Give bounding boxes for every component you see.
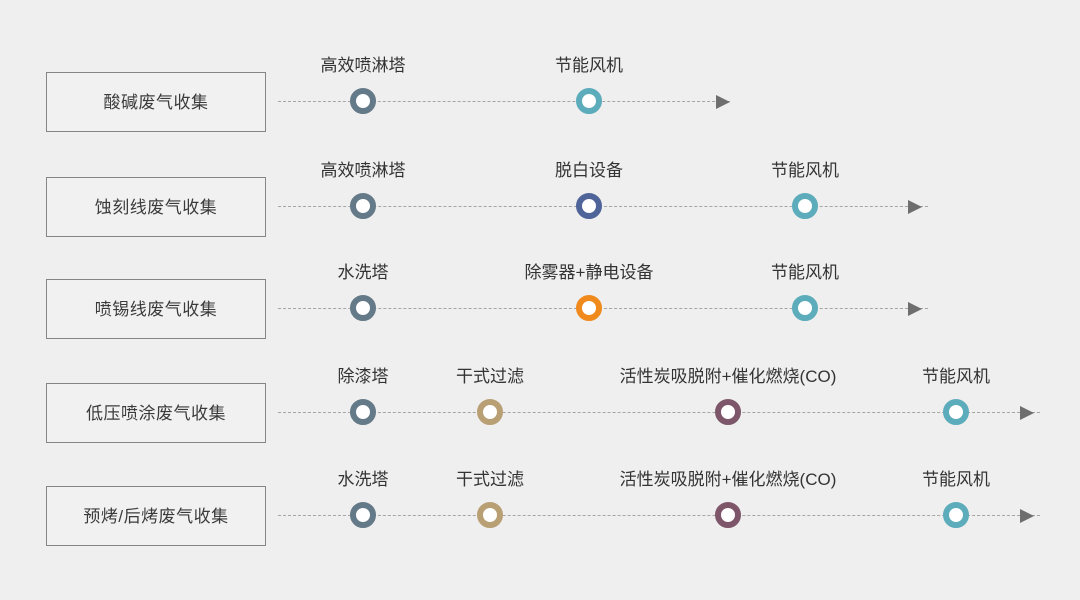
flow-connector-line xyxy=(278,412,1040,413)
flow-row: 蚀刻线废气收集 高效喷淋塔 脱白设备 节能风机 xyxy=(0,155,1080,259)
process-stage-node-icon[interactable] xyxy=(350,295,376,321)
process-stage-node-icon[interactable] xyxy=(792,295,818,321)
arrow-right-icon xyxy=(908,200,922,214)
source-box-label: 喷锡线废气收集 xyxy=(94,299,218,319)
flow-row: 酸碱废气收集 高效喷淋塔 节能风机 xyxy=(0,50,1080,154)
flow-row: 预烤/后烤废气收集 水洗塔 干式过滤 活性炭吸脱附+催化燃烧(CO) 节能风机 xyxy=(0,464,1080,568)
arrow-right-icon xyxy=(716,95,730,109)
process-stage-label: 干式过滤 xyxy=(456,470,524,489)
process-stage-node-icon[interactable] xyxy=(576,295,602,321)
process-stage-label: 除漆塔 xyxy=(337,367,389,386)
source-box[interactable]: 喷锡线废气收集 xyxy=(46,279,266,339)
process-stage-node-icon[interactable] xyxy=(943,502,969,528)
source-box[interactable]: 预烤/后烤废气收集 xyxy=(46,486,266,546)
process-stage-label: 活性炭吸脱附+催化燃烧(CO) xyxy=(619,470,837,489)
source-box[interactable]: 低压喷涂废气收集 xyxy=(46,383,266,443)
source-box-label: 预烤/后烤废气收集 xyxy=(83,506,229,526)
process-stage-node-icon[interactable] xyxy=(477,399,503,425)
flow-row: 低压喷涂废气收集 除漆塔 干式过滤 活性炭吸脱附+催化燃烧(CO) 节能风机 xyxy=(0,361,1080,465)
source-box-label: 低压喷涂废气收集 xyxy=(86,403,226,423)
source-box-label: 蚀刻线废气收集 xyxy=(94,197,218,217)
flow-connector-line xyxy=(278,101,730,102)
process-stage-node-icon[interactable] xyxy=(576,88,602,114)
process-stage-node-icon[interactable] xyxy=(350,399,376,425)
process-stage-node-icon[interactable] xyxy=(792,193,818,219)
process-stage-label: 水洗塔 xyxy=(337,470,389,489)
source-box-label: 酸碱废气收集 xyxy=(103,92,209,112)
process-stage-node-icon[interactable] xyxy=(715,399,741,425)
process-stage-label: 水洗塔 xyxy=(337,263,389,282)
arrow-right-icon xyxy=(908,302,922,316)
process-stage-label: 节能风机 xyxy=(771,161,839,180)
process-stage-label: 节能风机 xyxy=(771,263,839,282)
process-stage-label: 干式过滤 xyxy=(456,367,524,386)
process-stage-node-icon[interactable] xyxy=(477,502,503,528)
process-stage-label: 脱白设备 xyxy=(555,161,623,180)
process-stage-node-icon[interactable] xyxy=(576,193,602,219)
flow-connector-line xyxy=(278,515,1040,516)
process-stage-label: 高效喷淋塔 xyxy=(320,161,406,180)
process-stage-node-icon[interactable] xyxy=(350,502,376,528)
arrow-right-icon xyxy=(1020,509,1034,523)
process-stage-node-icon[interactable] xyxy=(943,399,969,425)
process-stage-label: 高效喷淋塔 xyxy=(320,56,406,75)
process-stage-label: 节能风机 xyxy=(555,56,623,75)
arrow-right-icon xyxy=(1020,406,1034,420)
process-stage-node-icon[interactable] xyxy=(350,88,376,114)
process-stage-node-icon[interactable] xyxy=(715,502,741,528)
process-stage-label: 活性炭吸脱附+催化燃烧(CO) xyxy=(619,367,837,386)
process-stage-label: 节能风机 xyxy=(922,470,990,489)
process-stage-node-icon[interactable] xyxy=(350,193,376,219)
flow-row: 喷锡线废气收集 水洗塔 除雾器+静电设备 节能风机 xyxy=(0,257,1080,361)
flow-connector-line xyxy=(278,308,928,309)
process-stage-label: 除雾器+静电设备 xyxy=(524,263,654,282)
source-box[interactable]: 蚀刻线废气收集 xyxy=(46,177,266,237)
flow-connector-line xyxy=(278,206,928,207)
process-stage-label: 节能风机 xyxy=(922,367,990,386)
source-box[interactable]: 酸碱废气收集 xyxy=(46,72,266,132)
